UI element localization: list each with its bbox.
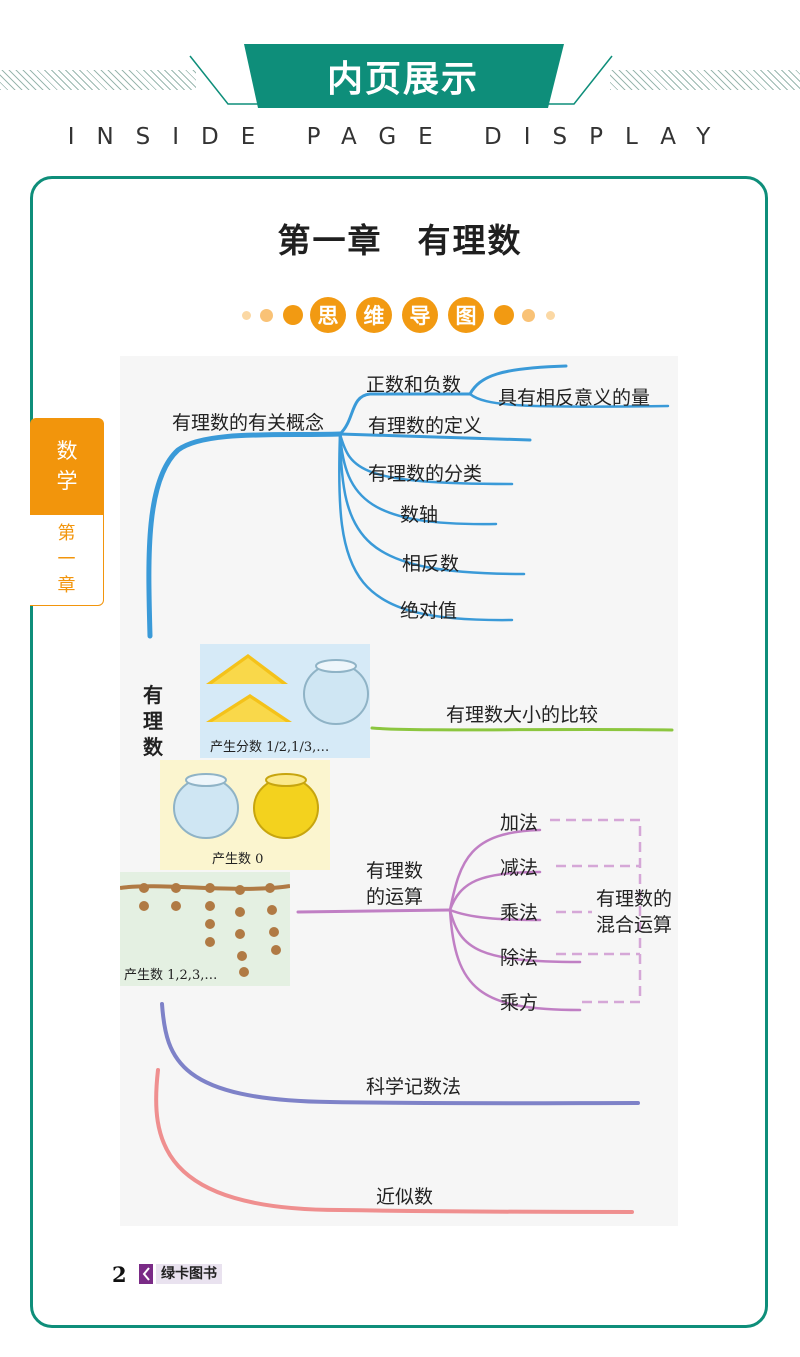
node-mixed-operations: 有理数的 混合运算 (596, 886, 672, 938)
node-power: 乘方 (500, 992, 539, 1014)
node-operations: 有理数 的运算 (366, 858, 423, 910)
knotted-rope-image (119, 883, 291, 977)
node-subtraction: 减法 (500, 857, 539, 879)
node-approximation: 近似数 (376, 1186, 434, 1208)
node-division: 除法 (500, 947, 539, 969)
node-concepts: 有理数的有关概念 (172, 412, 325, 434)
root-char: 理 (143, 709, 163, 733)
badge-char: 思 (310, 297, 346, 333)
node-classification: 有理数的分类 (368, 463, 483, 485)
caption-naturals: 产生数 1,2,3,… (124, 968, 218, 983)
node-absolute-value: 绝对值 (400, 600, 458, 622)
badge-dot (522, 309, 535, 322)
brand-name: 绿卡图书 (156, 1264, 222, 1284)
node-multiplication: 乘法 (500, 902, 539, 924)
node-scientific-notation: 科学记数法 (366, 1076, 462, 1098)
badge-char: 图 (448, 297, 484, 333)
header-banner-shape (244, 44, 564, 108)
badge-char: 维 (356, 297, 392, 333)
caption-zero: 产生数 0 (212, 852, 264, 867)
fractions-illustration: 产生分数 1/2,1/3,… (200, 644, 370, 758)
node-mixed-line: 混合运算 (596, 914, 673, 936)
node-positive-negative: 正数和负数 (366, 374, 462, 396)
badge-dot (283, 305, 303, 325)
naturals-illustration: 产生数 1,2,3,… (119, 872, 291, 986)
brand-logo-icon (142, 1267, 150, 1281)
side-tab-subject[interactable]: 数 学 (30, 418, 104, 514)
root-char: 有 (143, 683, 163, 707)
header-subtitle: INSIDE PAGE DISPLAY (67, 124, 733, 150)
brand-logo (139, 1264, 153, 1284)
badge-dot (546, 311, 555, 320)
node-opposite-quantities: 具有相反意义的量 (498, 387, 651, 409)
badge-dot (242, 311, 251, 320)
zero-illustration: 产生数 0 (160, 760, 330, 870)
chapter-title: 第一章 有理数 (277, 221, 523, 260)
side-tab-chapter-char: 章 (57, 575, 76, 596)
badge-dot (260, 309, 273, 322)
side-tab-subject-char: 学 (56, 469, 78, 493)
side-tab-chapter-char: 一 (57, 549, 76, 570)
node-mixed-line: 有理数的 (596, 888, 673, 910)
header-hatch-right (610, 70, 800, 90)
side-tab-subject-char: 数 (56, 439, 78, 463)
caption-fractions: 产生分数 1/2,1/3,… (210, 740, 330, 755)
page-number: 2 (112, 1262, 127, 1287)
sand-and-jar-image (206, 654, 369, 725)
jars-image (173, 773, 319, 839)
root-char: 数 (143, 735, 163, 759)
node-operations-line: 的运算 (366, 886, 424, 908)
node-opposite-number: 相反数 (402, 553, 460, 575)
node-operations-line: 有理数 (366, 860, 424, 882)
header-hatch-left (0, 70, 196, 90)
node-addition: 加法 (500, 812, 539, 834)
side-tab-chapter[interactable]: 第 一 章 (30, 514, 104, 606)
node-comparison: 有理数大小的比较 (446, 704, 599, 726)
mindmap-root: 有 理 数 (138, 682, 168, 760)
badge-dot (494, 305, 514, 325)
badge-char: 导 (402, 297, 438, 333)
node-definition: 有理数的定义 (368, 415, 483, 437)
header-title: 内页展示 (326, 59, 479, 100)
node-number-line: 数轴 (400, 504, 439, 526)
side-tab-chapter-char: 第 (57, 523, 76, 544)
